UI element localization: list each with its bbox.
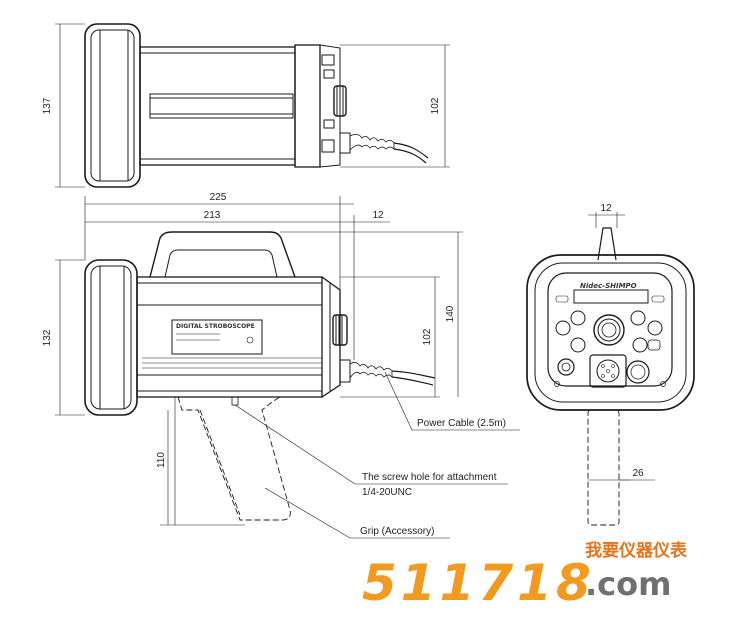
dim-213: 213 <box>204 210 221 221</box>
callout-power-cable: Power Cable (2.5m) <box>417 418 506 429</box>
dim-top-137: 137 <box>42 97 53 114</box>
side-plate-label: DIGITAL STROBOSCOPE <box>176 323 255 330</box>
dim-225: 225 <box>210 192 227 203</box>
watermark: 511718 我要仪器仪表 .com <box>362 540 688 612</box>
top-view <box>55 23 450 188</box>
front-view <box>526 212 695 526</box>
callouts: Power Cable (2.5m) The screw hole for at… <box>360 418 506 537</box>
dim-front-12: 12 <box>600 203 612 214</box>
device-labels: DIGITAL STROBOSCOPE Nidec-SHIMPO <box>176 282 637 330</box>
side-view <box>55 196 520 539</box>
dim-grip-110: 110 <box>156 452 167 468</box>
dimension-labels: 137 102 225 213 12 132 102 140 110 12 26 <box>42 97 644 479</box>
callout-screw-thread: 1/4-20UNC <box>362 487 412 498</box>
callout-screw-hole: The screw hole for attachment <box>362 472 497 483</box>
dim-side-140: 140 <box>445 305 456 322</box>
front-brand-label: Nidec-SHIMPO <box>580 282 637 290</box>
watermark-number: 511718 <box>362 554 595 612</box>
dim-side-132: 132 <box>42 329 53 346</box>
watermark-chinese: 我要仪器仪表 <box>585 540 688 561</box>
watermark-domain: .com <box>585 565 671 603</box>
dim-front-26: 26 <box>632 468 644 479</box>
dim-side-102: 102 <box>422 328 433 345</box>
dim-12: 12 <box>372 210 384 221</box>
dim-top-102: 102 <box>430 97 441 114</box>
callout-grip: Grip (Accessory) <box>360 526 434 537</box>
